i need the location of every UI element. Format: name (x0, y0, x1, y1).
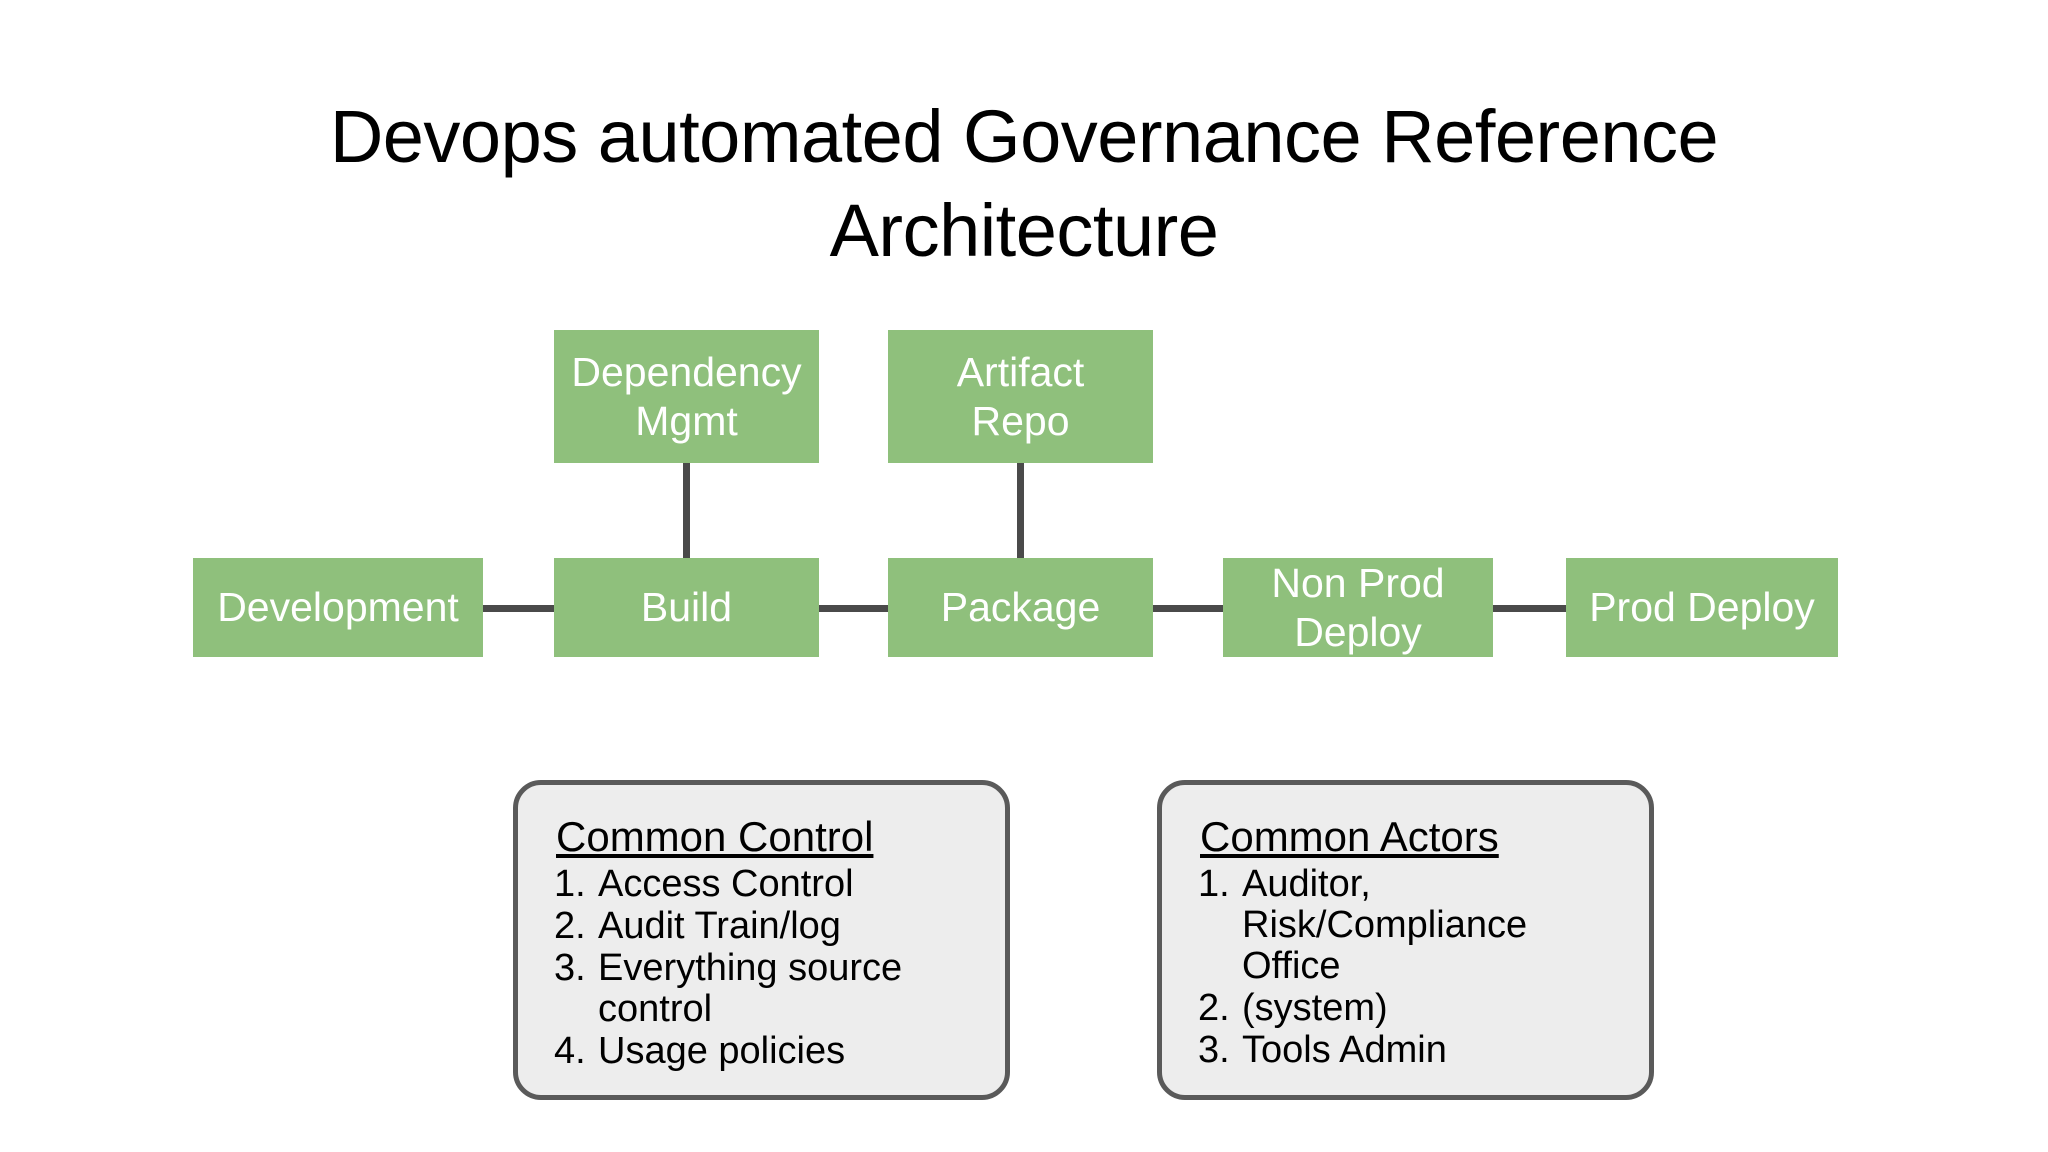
process-box-non-prod-deploy[interactable]: Non Prod Deploy (1223, 558, 1493, 657)
connector-build-to-package (805, 605, 901, 612)
connector-development-to-build (470, 605, 566, 612)
connector-artifact-repo-to-package (1017, 463, 1024, 558)
list-item-text: Tools Admin (1242, 1029, 1447, 1071)
list-item-number: 1. (1198, 863, 1230, 905)
list-item-number: 4. (554, 1030, 586, 1072)
list-item-text: Access Control (598, 863, 854, 905)
process-box-development[interactable]: Development (193, 558, 483, 657)
list-item: 1. Access Control (518, 864, 1005, 905)
card-common-control-title-row: Common Control (518, 811, 1005, 863)
list-item-text: Auditor, Risk/Compliance Office (1242, 863, 1528, 987)
connector-dependency-mgmt-to-build (683, 463, 690, 558)
card-common-actors-title-row: Common Actors (1162, 811, 1649, 863)
process-box-dependency-mgmt[interactable]: Dependency Mgmt (554, 330, 819, 463)
list-item-number: 3. (554, 947, 586, 989)
list-item-text: (system) (1242, 987, 1388, 1029)
card-common-control-list: 1. Access Control 2. Audit Train/log 3. … (518, 864, 1005, 1072)
list-item-number: 2. (1198, 987, 1230, 1029)
card-common-actors[interactable]: Common Actors 1. Auditor, Risk/Complianc… (1157, 780, 1654, 1100)
card-common-actors-title: Common Actors (1200, 813, 1499, 860)
connector-non-prod-deploy-to-prod-deploy (1483, 605, 1579, 612)
card-common-actors-list: 1. Auditor, Risk/Compliance Office 2. (s… (1162, 864, 1649, 1071)
list-item-text: Audit Train/log (598, 905, 841, 947)
process-box-prod-deploy[interactable]: Prod Deploy (1566, 558, 1838, 657)
list-item-number: 1. (554, 863, 586, 905)
card-common-control[interactable]: Common Control 1. Access Control 2. Audi… (513, 780, 1010, 1100)
list-item: 3. Tools Admin (1162, 1030, 1649, 1071)
list-item: 2. Audit Train/log (518, 906, 1005, 947)
list-item: 1. Auditor, Risk/Compliance Office (1162, 864, 1649, 987)
list-item: 3. Everything source control (518, 948, 1005, 1030)
list-item: 4. Usage policies (518, 1031, 1005, 1072)
process-box-package[interactable]: Package (888, 558, 1153, 657)
connector-package-to-non-prod-deploy (1140, 605, 1236, 612)
list-item-text: Usage policies (598, 1030, 846, 1072)
list-item: 2. (system) (1162, 988, 1649, 1029)
list-item-text: Everything source control (598, 947, 903, 1030)
list-item-number: 2. (554, 905, 586, 947)
list-item-number: 3. (1198, 1029, 1230, 1071)
card-common-control-title: Common Control (556, 813, 874, 860)
process-box-artifact-repo[interactable]: Artifact Repo (888, 330, 1153, 463)
process-box-build[interactable]: Build (554, 558, 819, 657)
page-title: Devops automated Governance Reference Ar… (329, 95, 1719, 272)
